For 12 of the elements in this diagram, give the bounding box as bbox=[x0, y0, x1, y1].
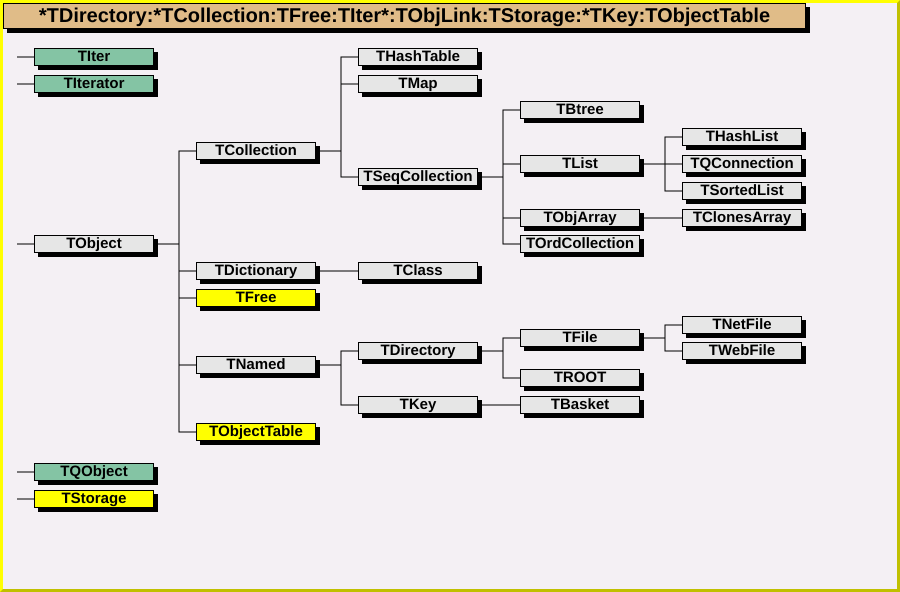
connector-line bbox=[482, 404, 520, 406]
diagram-title: *TDirectory:*TCollection:TFree:TIter*:TObjLink:TStorage:*TKey:TObjectTable bbox=[3, 3, 810, 33]
connector-line bbox=[482, 350, 520, 378]
connector-line bbox=[320, 364, 358, 406]
connector-line bbox=[644, 338, 682, 352]
connector-line bbox=[482, 176, 520, 244]
connector-line bbox=[16, 498, 34, 500]
connector-line bbox=[16, 56, 34, 58]
connector-line bbox=[320, 270, 358, 272]
connector-line bbox=[158, 244, 196, 432]
connector-line bbox=[320, 150, 358, 178]
connector-line bbox=[644, 164, 682, 192]
